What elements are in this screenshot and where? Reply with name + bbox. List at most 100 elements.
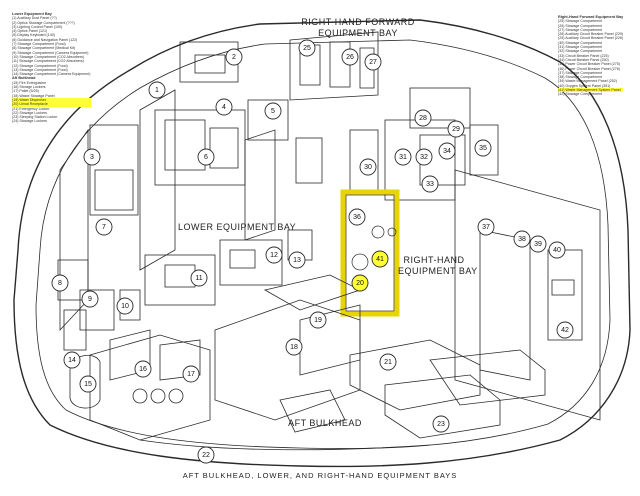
legend-item: (7) Stowage Compartment (Food) <box>12 42 66 47</box>
callout-circles: 1234567891011121314151617181920212223252… <box>51 39 574 464</box>
callout-37: 37 <box>477 218 495 236</box>
legend-item: (26) Stowage Compartment <box>558 23 603 28</box>
legend-item: (22) Stowage Lockers <box>12 110 47 115</box>
callout-circle <box>309 311 327 329</box>
callout-38: 38 <box>513 230 531 248</box>
legend-item: (40) Oxygen System Panel (351) <box>558 83 611 88</box>
callout-8: 8 <box>51 274 69 292</box>
label-right-hand-forward-bay: RIGHT-HAND FORWARD EQUIPMENT BAY <box>300 17 416 39</box>
callout-number: 38 <box>518 236 526 243</box>
callout-1: 1 <box>148 81 166 99</box>
callout-circle <box>265 246 283 264</box>
callout-circle <box>351 274 369 292</box>
callout-circle <box>83 148 101 166</box>
callout-33: 33 <box>421 175 439 193</box>
callout-circle <box>477 218 495 236</box>
callout-number: 36 <box>353 214 361 221</box>
callout-circle <box>225 48 243 66</box>
legend-heading-lower: Lower Equipment Bay <box>12 12 52 16</box>
legend-item: (23) Sleeping Station Locker <box>12 115 58 120</box>
callout-circle <box>379 353 397 371</box>
label-right-hand-line2: EQUIPMENT BAY <box>398 266 478 276</box>
callout-circle <box>134 360 152 378</box>
callout-27: 27 <box>364 53 382 71</box>
callout-circle <box>474 139 492 157</box>
callout-number: 32 <box>420 154 428 161</box>
legend-item: (10) Stowage Compartment (CO2 Absorbers) <box>12 54 85 59</box>
callout-number: 30 <box>364 164 372 171</box>
callout-41: 41 <box>371 250 389 268</box>
callout-circle <box>447 120 465 138</box>
legend-item: (12) Stowage Compartment (Food) <box>12 63 68 68</box>
callout-circle <box>288 251 306 269</box>
legend-item: (14) Stowage Compartment (Camera Equipme… <box>12 72 91 77</box>
callout-circle <box>348 208 366 226</box>
legend-item: (38) Stowage Compartment <box>558 75 603 80</box>
legend-item: (6) Guidance and Navigation Panel (122) <box>12 37 78 42</box>
callout-13: 13 <box>288 251 306 269</box>
legend-item: (42) Stowage Compartment <box>558 92 603 97</box>
callout-7: 7 <box>95 218 113 236</box>
callout-number: 8 <box>58 280 62 287</box>
legend-item: (25) Stowage Compartment <box>558 19 603 24</box>
legend-item: (41) Waste Management System Panel <box>558 88 624 93</box>
callout-number: 12 <box>270 252 278 259</box>
callout-circle <box>421 175 439 193</box>
callout-circle <box>79 375 97 393</box>
legend-item: (4) Optics Panel (121) <box>12 29 48 34</box>
label-right-hand-line1: RIGHT-HAND <box>403 255 465 265</box>
legend-item: (2) Optics Stowage Compartment (???) <box>12 20 75 25</box>
callout-number: 29 <box>452 126 460 133</box>
callout-28: 28 <box>414 109 432 127</box>
callout-number: 10 <box>121 303 129 310</box>
callout-circle <box>432 415 450 433</box>
callout-22: 22 <box>197 446 215 464</box>
callout-number: 28 <box>419 115 427 122</box>
callout-number: 5 <box>271 108 275 115</box>
callout-19: 19 <box>309 311 327 329</box>
legend-item: (8) Stowage Compartment (Medical Kit) <box>12 46 76 51</box>
callout-circle <box>264 102 282 120</box>
callout-21: 21 <box>379 353 397 371</box>
callout-circle <box>182 365 200 383</box>
callout-number: 39 <box>534 241 542 248</box>
legend-item: (34) Circuit Breaker Panel (250) <box>558 57 609 62</box>
callout-36: 36 <box>348 208 366 226</box>
callout-12: 12 <box>265 246 283 264</box>
legend-item: (1) Auxiliary Dust Panel (??) <box>12 16 57 21</box>
callout-circle <box>359 158 377 176</box>
label-right-hand-equipment-bay: RIGHT-HAND EQUIPMENT BAY <box>398 255 478 277</box>
callout-30: 30 <box>359 158 377 176</box>
label-right-hand-forward-line2: EQUIPMENT BAY <box>318 28 398 38</box>
callout-number: 26 <box>346 54 354 61</box>
callout-42: 42 <box>556 321 574 339</box>
legend-item: (16) Storage Lockers <box>12 85 46 90</box>
callout-9: 9 <box>81 290 99 308</box>
callout-number: 14 <box>68 357 76 364</box>
callout-number: 4 <box>222 104 226 111</box>
legend-heading-right: Right-Hand Forward Equipment Bay <box>558 15 624 19</box>
callout-circle <box>414 109 432 127</box>
callout-circle <box>438 142 456 160</box>
callout-26: 26 <box>341 48 359 66</box>
legend-item: (39) Waste Management Panel (252) <box>558 79 617 84</box>
callout-number: 2 <box>232 54 236 61</box>
legend-item: (13) Stowage Compartment (Food) <box>12 67 68 72</box>
callout-circle <box>81 290 99 308</box>
callout-number: 35 <box>479 145 487 152</box>
callout-circle <box>116 297 134 315</box>
callout-circle <box>215 98 233 116</box>
legend-item: (36) Power Circuit Breaker Panel (276) <box>558 66 620 71</box>
callout-number: 16 <box>139 366 147 373</box>
callout-number: 15 <box>84 381 92 388</box>
callout-circle <box>190 269 208 287</box>
cabin-outline <box>13 19 631 468</box>
callout-number: 22 <box>202 452 210 459</box>
waste-management-panel-column <box>340 189 400 317</box>
callout-number: 41 <box>376 256 384 263</box>
callout-number: 19 <box>314 317 322 324</box>
callout-circle <box>371 250 389 268</box>
legend-item: (24) Stowage Lockers <box>12 119 47 124</box>
label-aft-bulkhead: AFT BULKHEAD <box>288 418 362 428</box>
legend-item: (19) Water Dispenser <box>12 97 91 103</box>
